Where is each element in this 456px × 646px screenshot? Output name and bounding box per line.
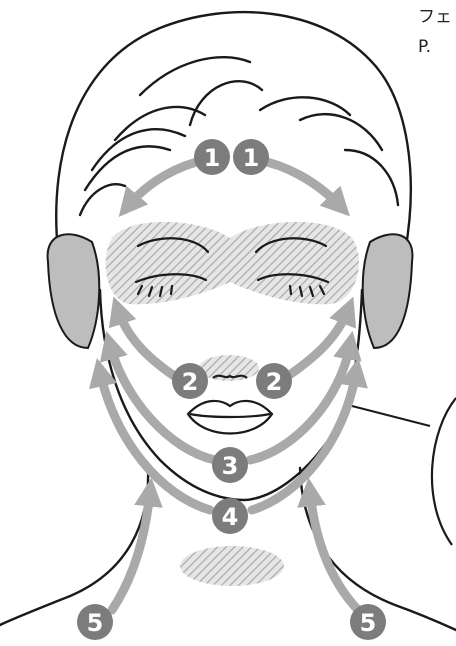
svg-text:2: 2 <box>182 368 199 396</box>
lips <box>188 401 272 434</box>
svg-text:1: 1 <box>243 144 260 172</box>
svg-text:5: 5 <box>360 609 377 637</box>
badge-step-1-right: 1 <box>233 139 269 175</box>
badge-step-3: 3 <box>212 447 248 483</box>
badge-step-2-right: 2 <box>256 363 292 399</box>
arrow-cheek-right <box>282 310 348 380</box>
badge-step-4: 4 <box>212 498 248 534</box>
arrow-neck-right <box>310 492 358 610</box>
ear-left <box>48 234 100 348</box>
arrow-cheek-left <box>118 310 180 380</box>
svg-text:5: 5 <box>87 609 104 637</box>
eye-zone-hatch <box>106 222 359 304</box>
svg-text:4: 4 <box>222 503 239 531</box>
svg-text:2: 2 <box>266 368 283 396</box>
badge-step-2-left: 2 <box>172 363 208 399</box>
callout-circle-edge <box>432 398 456 545</box>
svg-text:3: 3 <box>222 452 239 480</box>
svg-text:1: 1 <box>204 144 221 172</box>
arrow-forehead-right <box>258 160 340 206</box>
header-line-2: P. <box>418 32 452 62</box>
badge-step-5-right: 5 <box>350 604 386 640</box>
arrow-forehead-left <box>128 160 205 206</box>
header-line-1: フェ <box>418 2 452 32</box>
arrow-neck-left <box>112 492 150 610</box>
throat-hatch <box>180 546 284 586</box>
header-text: フェ P. <box>418 2 452 62</box>
ear-right <box>363 234 413 348</box>
badge-step-5-left: 5 <box>77 604 113 640</box>
callout-leader-line <box>352 406 430 426</box>
badge-step-1-left: 1 <box>194 139 230 175</box>
